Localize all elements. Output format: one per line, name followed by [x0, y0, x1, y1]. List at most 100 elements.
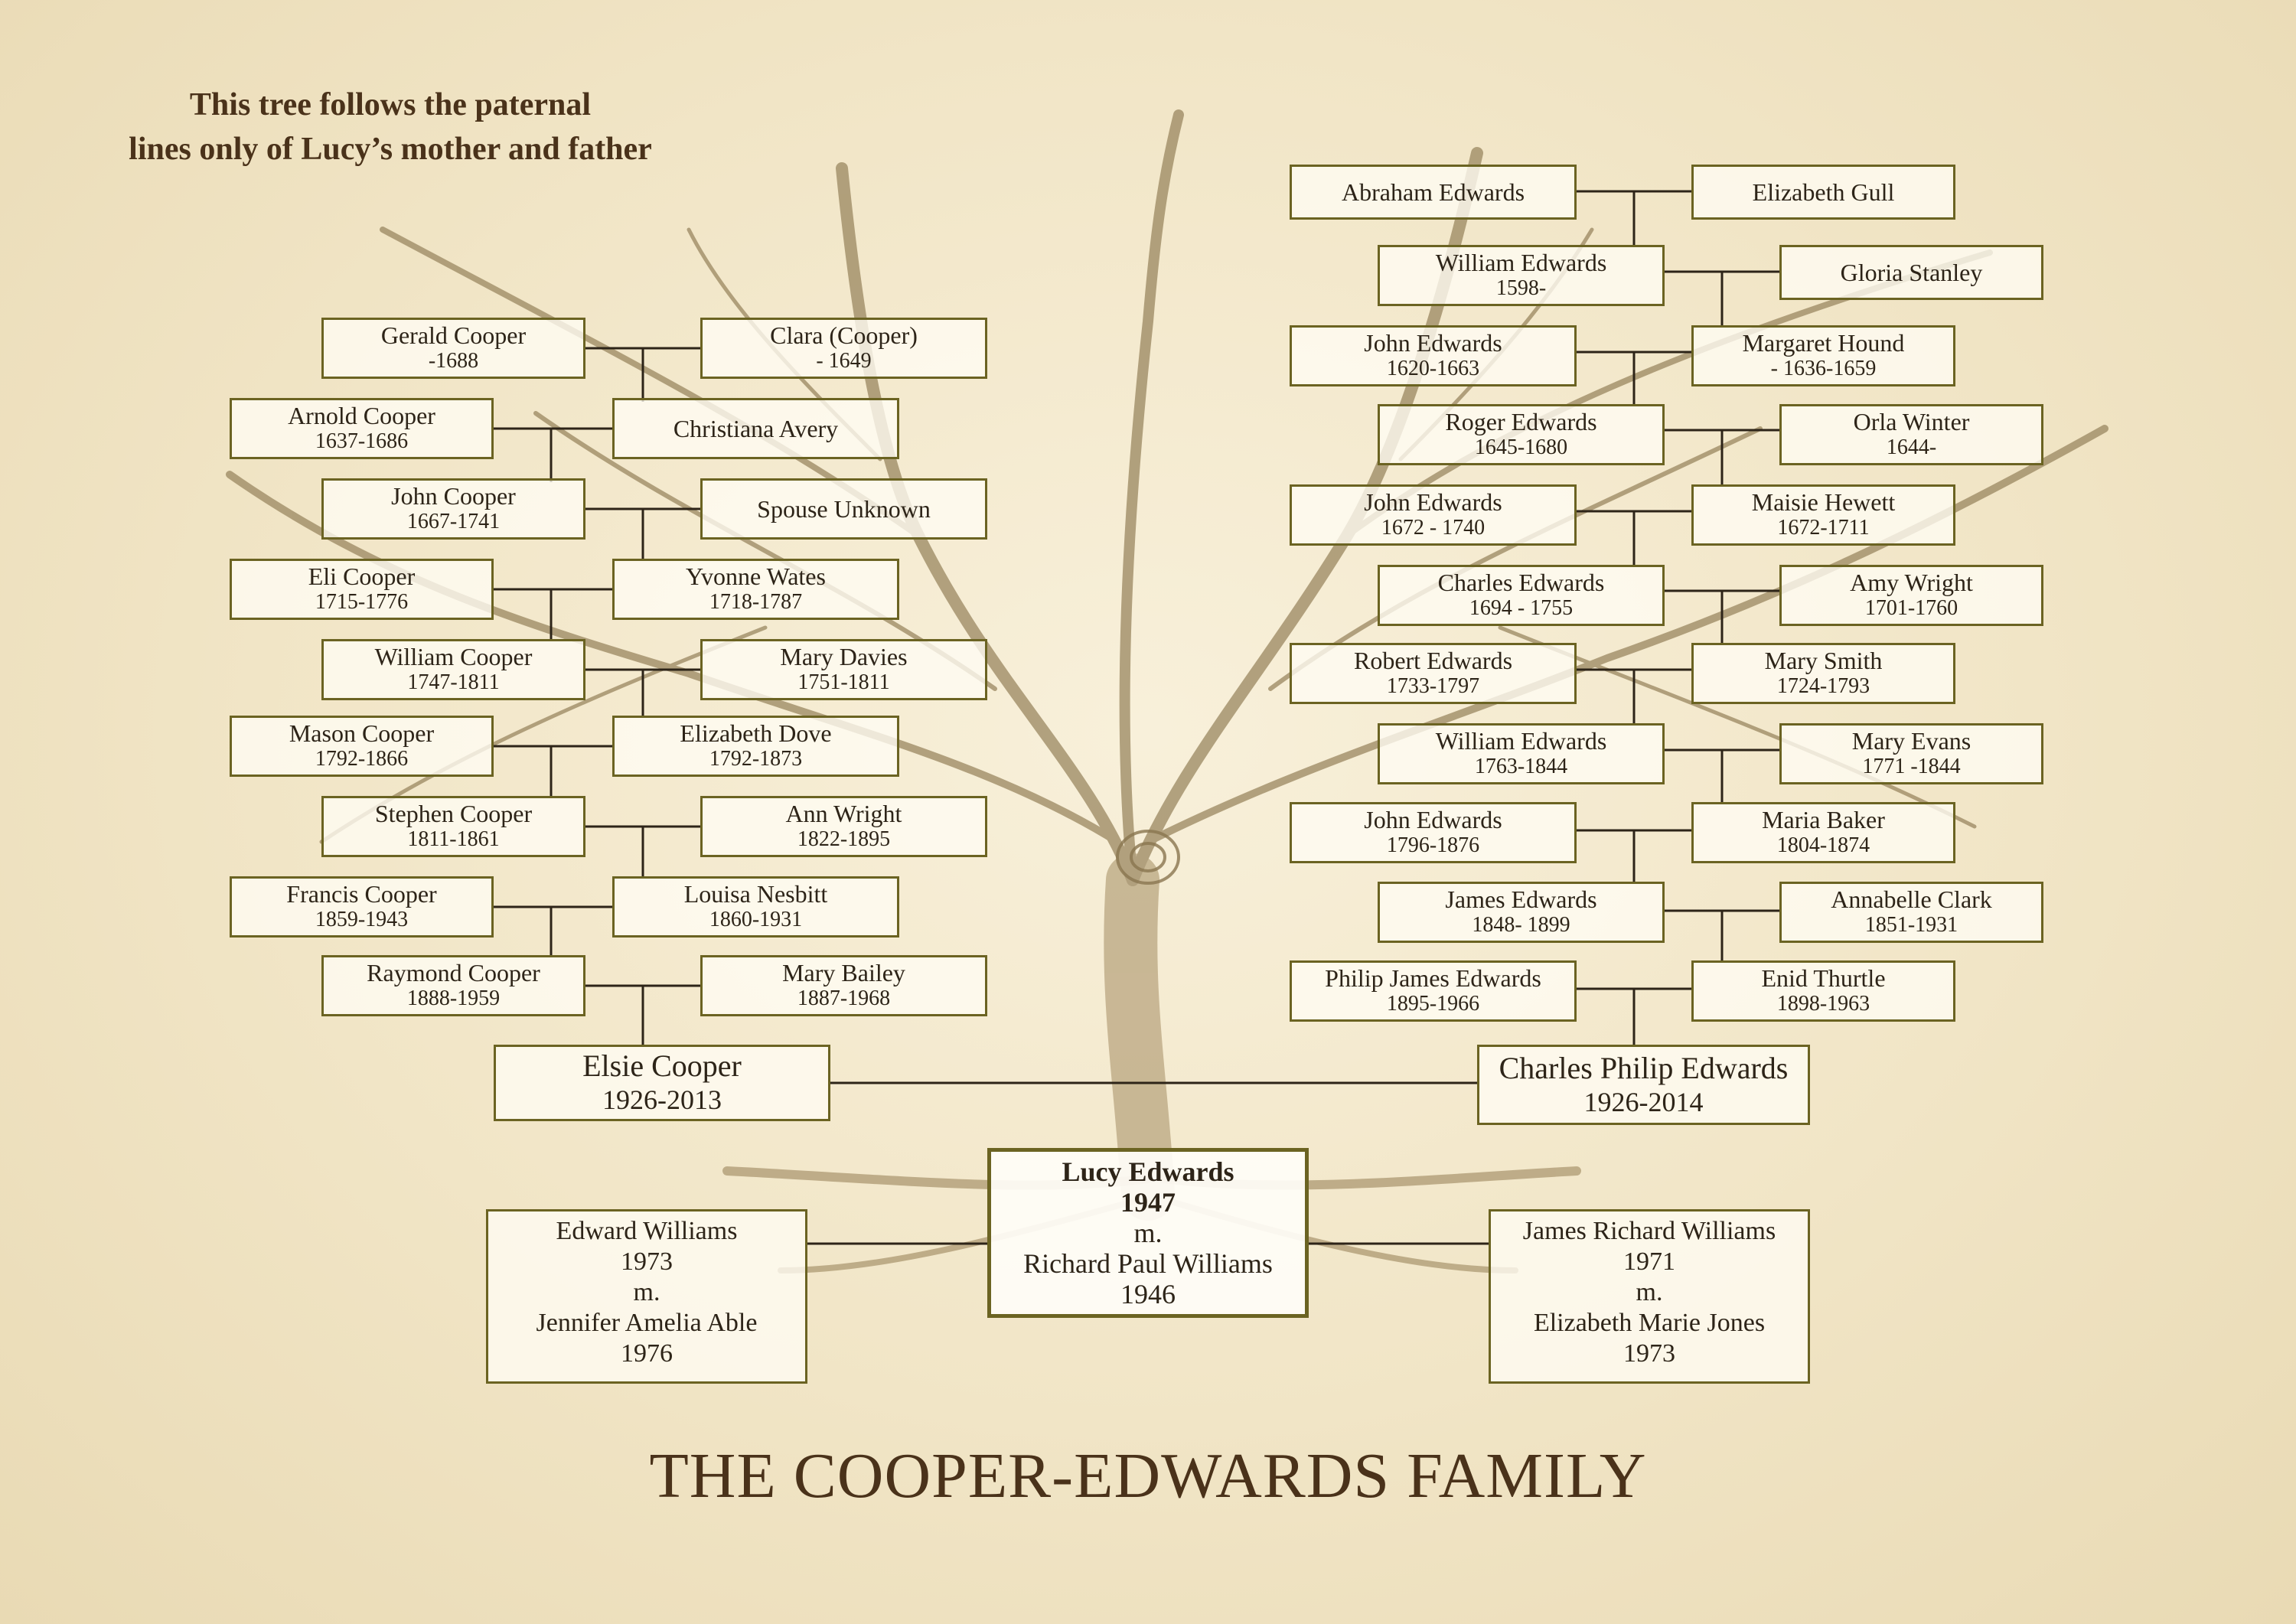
child-year: 1971 [1623, 1247, 1675, 1276]
person-dates: 1724-1793 [1776, 674, 1870, 698]
person-name: Elizabeth Dove [680, 719, 832, 747]
child-spouse-year: 1973 [1623, 1339, 1675, 1368]
person-box-christiana-avery: Christiana Avery [612, 398, 899, 459]
person-box-james-richard-williams: James Richard Williams 1971 m. Elizabeth… [1489, 1209, 1810, 1384]
person-name: Ann Wright [785, 800, 902, 827]
person-dates: 1888-1959 [406, 986, 501, 1010]
person-box-annabelle-clark: Annabelle Clark 1851-1931 [1779, 882, 2043, 943]
person-dates: 1701-1760 [1864, 596, 1958, 620]
person-name: Yvonne Wates [686, 563, 826, 590]
child-year: 1973 [621, 1247, 673, 1276]
person-name: Abraham Edwards [1341, 178, 1525, 206]
person-dates: 1792-1873 [709, 747, 803, 771]
person-dates: 1637-1686 [315, 429, 409, 453]
person-dates: - 1649 [816, 349, 872, 373]
person-dates: - 1636-1659 [1770, 357, 1877, 380]
child-name: Edward Williams [556, 1217, 738, 1245]
person-box-maisie-hewett: Maisie Hewett 1672-1711 [1691, 484, 1955, 546]
child-married: m. [633, 1278, 660, 1306]
person-name: Amy Wright [1850, 569, 1973, 596]
person-name: William Edwards [1435, 727, 1607, 755]
person-box-james-edwards: James Edwards 1848- 1899 [1378, 882, 1665, 943]
person-box-robert-edwards: Robert Edwards 1733-1797 [1290, 643, 1577, 704]
person-box-orla-winter: Orla Winter 1644- [1779, 404, 2043, 465]
person-box-abraham-edwards: Abraham Edwards [1290, 165, 1577, 220]
person-name: Spouse Unknown [757, 495, 931, 523]
person-box-philip-james-edwards: Philip James Edwards 1895-1966 [1290, 960, 1577, 1022]
person-name: Annabelle Clark [1831, 885, 1992, 913]
person-dates: 1620-1663 [1386, 357, 1480, 380]
person-dates: 1747-1811 [407, 670, 500, 694]
person-box-ann-wright: Ann Wright 1822-1895 [700, 796, 987, 857]
person-box-gloria-stanley: Gloria Stanley [1779, 245, 2043, 300]
person-box-maria-baker: Maria Baker 1804-1874 [1691, 802, 1955, 863]
person-dates: 1715-1776 [315, 590, 409, 614]
center-spouse-year: 1946 [1120, 1279, 1176, 1309]
person-name: Elizabeth Gull [1752, 178, 1895, 206]
center-name: Lucy Edwards [1062, 1156, 1234, 1187]
person-box-mason-cooper: Mason Cooper 1792-1866 [230, 716, 494, 777]
person-dates: 1792-1866 [315, 747, 409, 771]
child-name: James Richard Williams [1522, 1217, 1776, 1245]
person-box-enid-thurtle: Enid Thurtle 1898-1963 [1691, 960, 1955, 1022]
person-dates: 1887-1968 [797, 986, 891, 1010]
person-name: John Edwards [1364, 806, 1502, 833]
person-dates: 1694 - 1755 [1469, 596, 1574, 620]
person-dates: 1822-1895 [797, 827, 891, 851]
person-box-john-edwards-1672: John Edwards 1672 - 1740 [1290, 484, 1577, 546]
person-dates: 1926-2014 [1583, 1086, 1704, 1117]
person-box-gerald-cooper: Gerald Cooper -1688 [321, 318, 585, 379]
person-name: Margaret Hound [1742, 329, 1905, 357]
person-box-amy-wright: Amy Wright 1701-1760 [1779, 565, 2043, 626]
person-name: John Edwards [1364, 329, 1502, 357]
person-dates: 1672-1711 [1777, 516, 1870, 540]
person-name: William Cooper [374, 643, 533, 670]
person-dates: 1763-1844 [1474, 755, 1568, 778]
child-spouse: Jennifer Amelia Able [536, 1309, 758, 1337]
person-name: John Cooper [391, 482, 516, 510]
person-box-john-cooper: John Cooper 1667-1741 [321, 478, 585, 540]
person-dates: 1926-2013 [602, 1084, 722, 1115]
person-dates: 1811-1861 [407, 827, 500, 851]
person-box-roger-edwards: Roger Edwards 1645-1680 [1378, 404, 1665, 465]
person-box-mary-bailey: Mary Bailey 1887-1968 [700, 955, 987, 1016]
note-line-1: This tree follows the paternal [189, 87, 592, 122]
person-dates: 1859-1943 [315, 908, 409, 931]
person-name: Maisie Hewett [1751, 488, 1896, 516]
person-dates: -1688 [428, 349, 479, 373]
person-name: Christiana Avery [673, 415, 839, 442]
person-name: Clara (Cooper) [770, 321, 918, 349]
person-box-elizabeth-gull: Elizabeth Gull [1691, 165, 1955, 220]
person-name: Roger Edwards [1445, 408, 1597, 435]
tree-note: This tree follows the paternal lines onl… [99, 83, 681, 171]
person-name: Orla Winter [1853, 408, 1970, 435]
person-dates: 1796-1876 [1386, 833, 1480, 857]
person-box-william-edwards-1763: William Edwards 1763-1844 [1378, 723, 1665, 784]
person-name: Francis Cooper [286, 880, 437, 908]
person-box-eli-cooper: Eli Cooper 1715-1776 [230, 559, 494, 620]
person-name: Elsie Cooper [582, 1048, 742, 1083]
person-name: Raymond Cooper [367, 959, 540, 986]
person-name: Mary Bailey [782, 959, 905, 986]
person-box-mary-smith: Mary Smith 1724-1793 [1691, 643, 1955, 704]
person-box-john-edwards-1620: John Edwards 1620-1663 [1290, 325, 1577, 386]
person-name: Mason Cooper [289, 719, 435, 747]
person-box-charles-edwards-1694: Charles Edwards 1694 - 1755 [1378, 565, 1665, 626]
person-dates: 1598- [1495, 276, 1547, 300]
person-name: Robert Edwards [1353, 647, 1513, 674]
person-name: Enid Thurtle [1761, 964, 1886, 992]
person-box-francis-cooper: Francis Cooper 1859-1943 [230, 876, 494, 938]
person-box-william-cooper: William Cooper 1747-1811 [321, 639, 585, 700]
person-box-louisa-nesbitt: Louisa Nesbitt 1860-1931 [612, 876, 899, 938]
note-line-2: lines only of Lucy’s mother and father [129, 132, 652, 167]
center-married: m. [1133, 1218, 1163, 1248]
person-name: Maria Baker [1762, 806, 1885, 833]
person-box-william-edwards-1598: William Edwards 1598- [1378, 245, 1665, 306]
person-name: John Edwards [1364, 488, 1502, 516]
person-dates: 1718-1787 [709, 590, 803, 614]
person-name: Charles Edwards [1437, 569, 1605, 596]
person-name: Charles Philip Edwards [1499, 1050, 1789, 1085]
person-name: Mary Davies [780, 643, 908, 670]
person-box-mary-evans: Mary Evans 1771 -1844 [1779, 723, 2043, 784]
